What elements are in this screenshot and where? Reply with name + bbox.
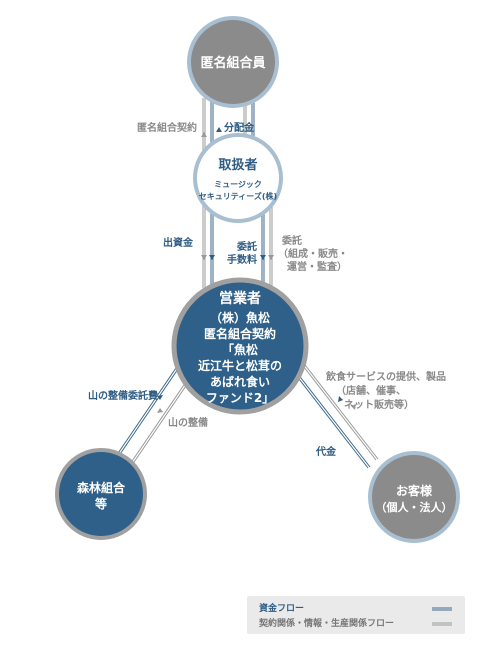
operator-line-7: ファンド2」 xyxy=(206,391,274,405)
operator-line-5: 近江牛と松茸の xyxy=(198,358,282,373)
operator-line-6: あばれ食い xyxy=(210,374,270,389)
legend-contract-flow: 契約関係・情報・生産関係フロー xyxy=(258,617,394,629)
label-service-1: 飲食サービスの提供、製品 xyxy=(325,370,446,383)
label-service-3: ネット販売等） xyxy=(344,398,414,411)
operator-forest-lines xyxy=(111,367,193,472)
node-investors: 匿名組合員 xyxy=(187,16,279,108)
investors-label: 匿名組合員 xyxy=(200,55,265,71)
customers-line-2: （個人・法人） xyxy=(376,500,453,514)
label-distribution: 分配金 xyxy=(224,121,255,134)
operator-line-3: 匿名組合契約 xyxy=(204,326,276,341)
legend-fund-flow: 資金フロー xyxy=(259,602,304,614)
operator-line-1: 営業者 xyxy=(219,290,261,307)
label-service-2: （店舗、催事、 xyxy=(336,384,406,397)
label-delegation-1: 委託 xyxy=(281,234,302,247)
operator-line-2: （株）魚松 xyxy=(210,310,270,325)
label-delegation-3: 運営・監査） xyxy=(287,260,347,273)
node-handler: 取扱者 ミュージック セキュリティーズ(株) xyxy=(193,133,283,223)
forest-line-2: 等 xyxy=(94,496,107,511)
handler-operator-lines xyxy=(201,206,274,288)
label-delegation-2: （組成・販売・ xyxy=(278,247,348,260)
handler-sub-1: ミュージック xyxy=(214,179,262,189)
node-customers: お客様 （個人・法人） xyxy=(368,451,460,543)
forest-line-1: 森林組合 xyxy=(77,480,126,495)
label-mountain-fee: 山の整備委託費 xyxy=(88,389,158,402)
label-commission-fee-1: 委託 xyxy=(236,240,257,253)
investors-handler-lines xyxy=(201,98,255,152)
handler-title: 取扱者 xyxy=(218,157,257,173)
operator-line-4: 「魚松 xyxy=(222,342,258,357)
node-operator: 営業者 （株）魚松 匿名組合契約 「魚松 近江牛と松茸の あばれ食い ファンド2… xyxy=(171,277,309,415)
label-investment: 出資金 xyxy=(163,236,194,249)
label-anonymous-contract: 匿名組合契約 xyxy=(137,121,197,134)
handler-sub-2: セキュリティーズ(株) xyxy=(199,191,277,201)
label-payment: 代金 xyxy=(315,445,337,458)
legend: 資金フロー 契約関係・情報・生産関係フロー xyxy=(247,596,465,634)
operator-customers-lines xyxy=(291,360,379,469)
label-mountain-care: 山の整備 xyxy=(168,416,208,429)
customers-line-1: お客様 xyxy=(396,483,433,498)
node-forest: 森林組合 等 xyxy=(55,448,147,540)
label-commission-fee-2: 手数料 xyxy=(227,253,257,266)
